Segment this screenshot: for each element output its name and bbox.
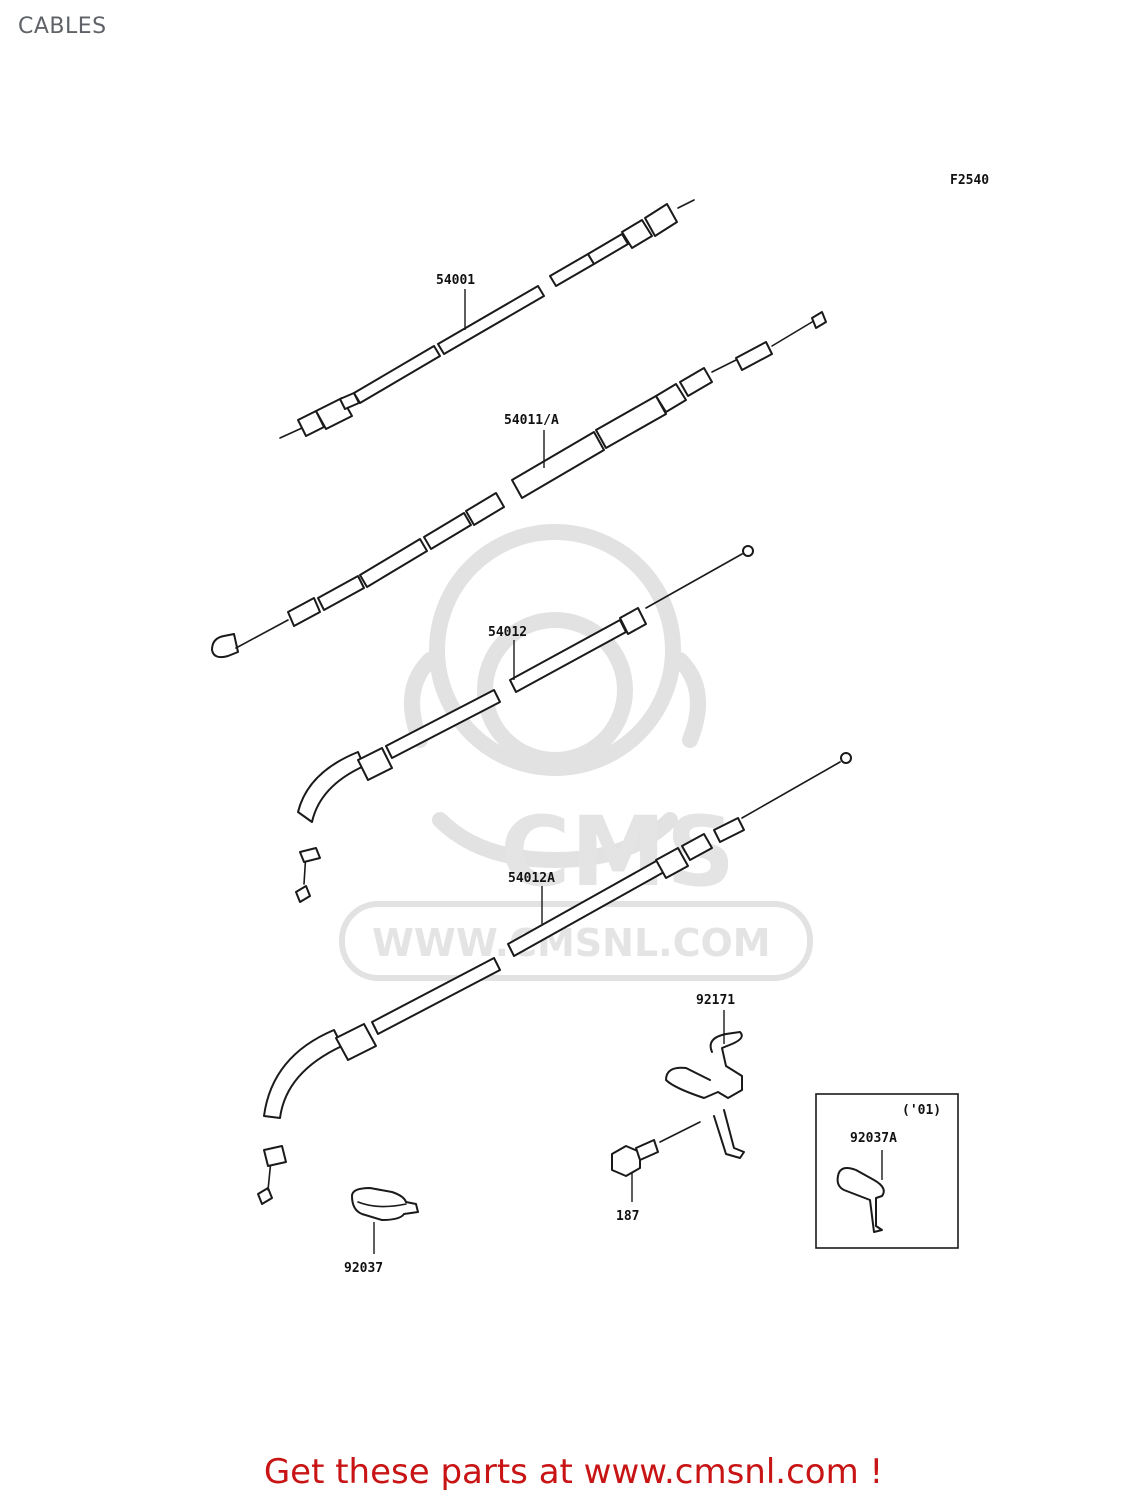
bracket-92171: 92171 <box>665 993 745 1159</box>
figure-code: F2540 <box>950 173 989 188</box>
callout-92037a: 92037A <box>850 1131 897 1146</box>
cable-54001: 54001 <box>279 199 695 439</box>
callout-54001: 54001 <box>436 273 475 288</box>
callout-54012a: 54012A <box>508 871 555 886</box>
bolt-187: 187 <box>611 1121 701 1224</box>
watermark-url-text: WWW.CMSNL.COM <box>372 921 771 965</box>
callout-187: 187 <box>616 1209 639 1224</box>
callout-92037: 92037 <box>344 1261 383 1276</box>
footer-cta[interactable]: Get these parts at www.cmsnl.com ! <box>263 1452 884 1492</box>
inset-box-2001: ('01) 92037A <box>815 1093 959 1249</box>
page-title: CABLES <box>18 14 107 39</box>
callout-92171: 92171 <box>696 993 735 1008</box>
cable-54012a: 54012A <box>257 752 852 1205</box>
callout-54011a: 54011/A <box>504 413 559 428</box>
clamp-92037: 92037 <box>344 1187 419 1276</box>
callout-54012: 54012 <box>488 625 527 640</box>
cable-54011a: 54011/A <box>211 311 827 659</box>
watermark-url-pill <box>339 901 813 981</box>
cable-54012: 54012 <box>295 545 754 903</box>
inset-year-label: ('01) <box>902 1103 941 1118</box>
